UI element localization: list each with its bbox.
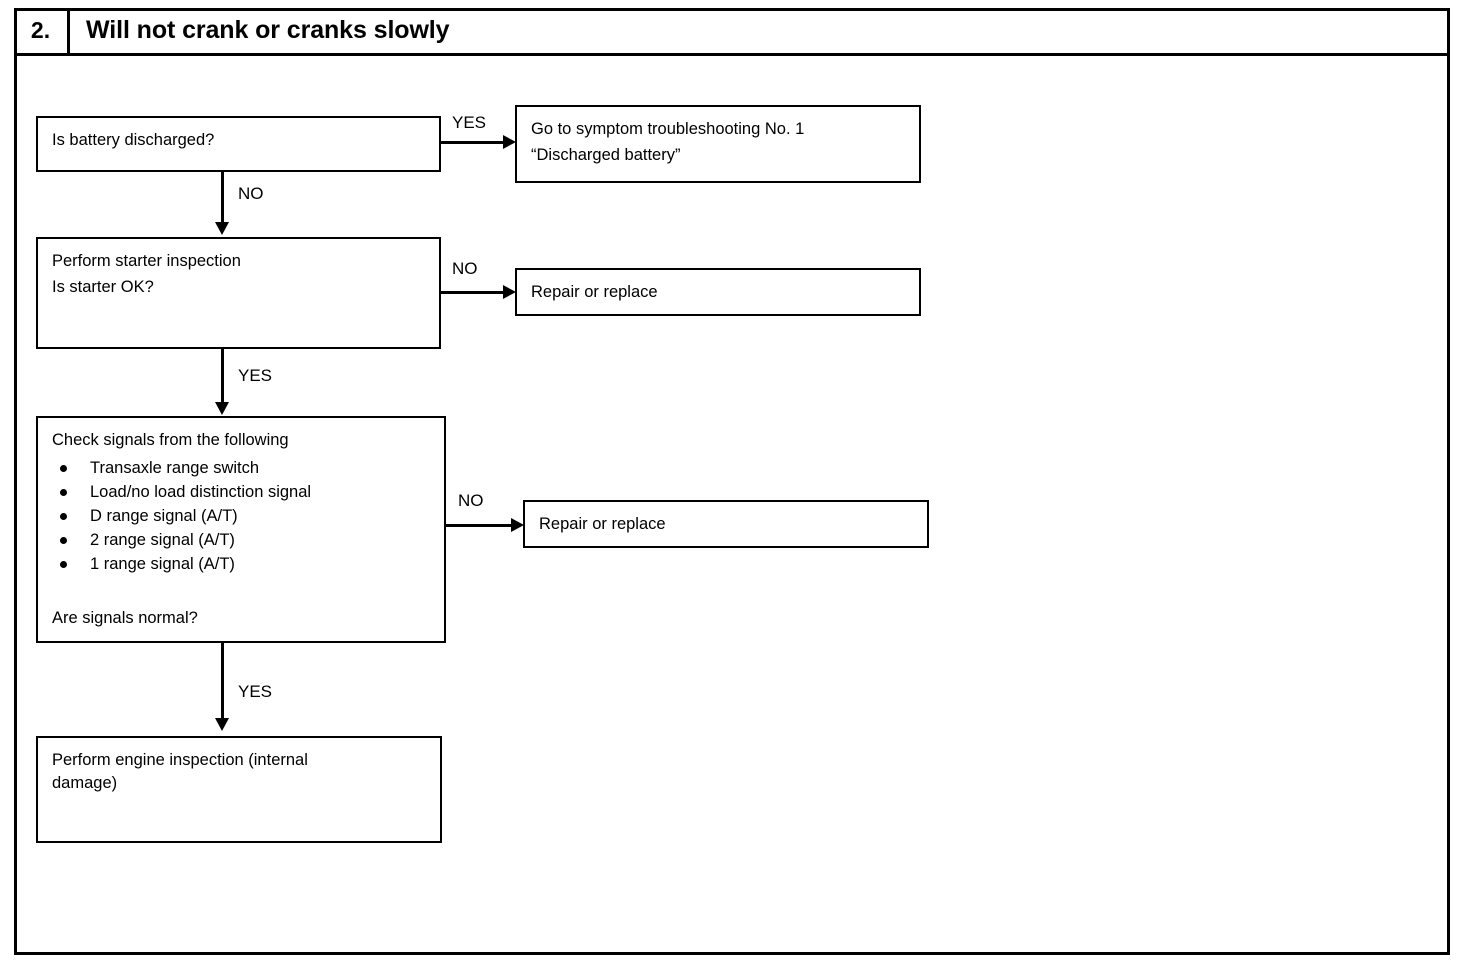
box-perform-starter-inspection-line2: Is starter OK? — [52, 278, 154, 296]
box-is-battery-discharged: Is battery discharged? — [36, 116, 441, 172]
bullet-icon — [60, 513, 67, 520]
page-title: Will not crank or cranks slowly — [86, 16, 450, 44]
box-goto-symptom-no1-line1: Go to symptom troubleshooting No. 1 — [531, 120, 805, 138]
connector-no-starter — [441, 291, 509, 294]
section-number: 2. — [14, 8, 70, 53]
bullet-icon — [60, 489, 67, 496]
box-repair-or-replace-signals: Repair or replace — [523, 500, 929, 548]
page-border — [14, 8, 1450, 955]
arrowhead-yes-signals — [215, 718, 229, 731]
signal-item-label: 1 range signal (A/T) — [90, 555, 235, 573]
box-goto-symptom-no1-line2: “Discharged battery” — [531, 146, 681, 164]
arrowhead-yes-battery — [503, 135, 516, 149]
box-is-battery-discharged-label: Is battery discharged? — [52, 131, 215, 149]
list-item: D range signal (A/T) — [52, 504, 311, 528]
connector-yes-starter — [221, 349, 224, 404]
edge-label-yes-battery: YES — [452, 113, 487, 132]
edge-label-no-battery: NO — [238, 184, 264, 203]
signal-item-label: 2 range signal (A/T) — [90, 531, 235, 549]
list-item: 2 range signal (A/T) — [52, 528, 311, 552]
list-item: Load/no load distinction signal — [52, 480, 311, 504]
box-perform-starter-inspection-line1: Perform starter inspection — [52, 252, 241, 270]
edge-label-no-starter: NO — [452, 259, 478, 278]
bullet-icon — [60, 537, 67, 544]
box-goto-symptom-no1: Go to symptom troubleshooting No. 1 “Dis… — [515, 105, 921, 183]
box-perform-engine-inspection-line1: Perform engine inspection (internal — [52, 751, 308, 769]
header-row: 2. Will not crank or cranks slowly — [14, 8, 1450, 56]
edge-label-yes-starter: YES — [238, 366, 273, 385]
list-item: 1 range signal (A/T) — [52, 552, 311, 576]
connector-no-signals — [446, 524, 517, 527]
box-perform-engine-inspection-line2: damage) — [52, 774, 118, 792]
signal-item-label: D range signal (A/T) — [90, 507, 238, 525]
list-item: Transaxle range switch — [52, 456, 311, 480]
connector-yes-battery — [441, 141, 509, 144]
box-repair-or-replace-starter-label: Repair or replace — [531, 283, 658, 301]
box-check-signals: Check signals from the following Transax… — [36, 416, 446, 643]
signal-list: Transaxle range switch Load/no load dist… — [52, 456, 311, 576]
box-repair-or-replace-starter: Repair or replace — [515, 268, 921, 316]
arrowhead-no-signals — [511, 518, 524, 532]
signal-item-label: Transaxle range switch — [90, 459, 260, 477]
connector-no-battery — [221, 172, 224, 224]
connector-yes-signals — [221, 643, 224, 720]
bullet-icon — [60, 465, 67, 472]
box-check-signals-question: Are signals normal? — [52, 609, 198, 627]
box-perform-engine-inspection: Perform engine inspection (internal dama… — [36, 736, 442, 843]
arrowhead-no-battery — [215, 222, 229, 235]
arrowhead-yes-starter — [215, 402, 229, 415]
bullet-icon — [60, 561, 67, 568]
edge-label-yes-signals: YES — [238, 682, 273, 701]
box-perform-starter-inspection: Perform starter inspection Is starter OK… — [36, 237, 441, 349]
box-check-signals-title: Check signals from the following — [52, 431, 289, 449]
signal-item-label: Load/no load distinction signal — [90, 483, 312, 501]
edge-label-no-signals: NO — [458, 491, 484, 510]
box-repair-or-replace-signals-label: Repair or replace — [539, 515, 666, 533]
arrowhead-no-starter — [503, 285, 516, 299]
